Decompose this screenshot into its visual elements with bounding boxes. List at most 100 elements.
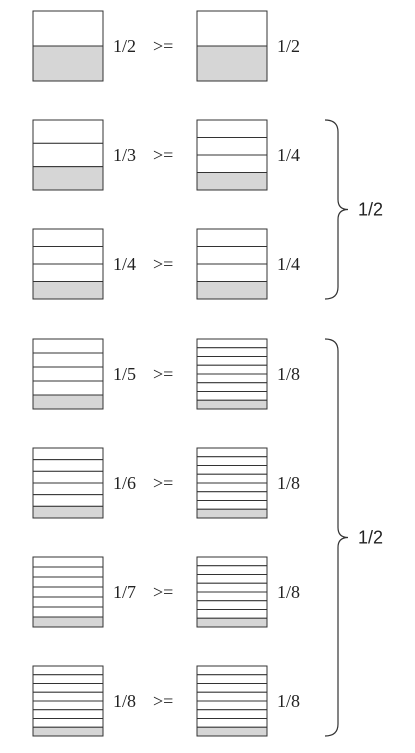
empty-part xyxy=(32,380,104,396)
empty-part xyxy=(32,700,104,711)
comparison-operator: >= xyxy=(153,36,173,56)
empty-part xyxy=(196,447,268,458)
empty-part xyxy=(196,609,268,619)
empty-part xyxy=(196,465,268,475)
empty-part xyxy=(196,263,268,282)
empty-part xyxy=(32,596,104,608)
right-fraction-label: 1/4 xyxy=(277,254,300,274)
brace-label: 1/2 xyxy=(358,200,383,220)
empty-part xyxy=(32,718,104,728)
shaded-part xyxy=(32,45,104,82)
right-fraction-bar xyxy=(196,119,268,191)
shaded-part xyxy=(196,172,268,191)
empty-part xyxy=(196,382,268,392)
shaded-part xyxy=(32,505,104,519)
empty-part xyxy=(196,600,268,610)
shaded-part xyxy=(196,399,268,410)
right-fraction-label: 1/4 xyxy=(277,145,300,165)
empty-part xyxy=(32,709,104,719)
empty-part xyxy=(196,137,268,156)
empty-part xyxy=(196,556,268,567)
right-fraction-label: 1/8 xyxy=(277,364,300,384)
empty-part xyxy=(196,500,268,510)
empty-part xyxy=(32,586,104,598)
empty-part xyxy=(196,338,268,349)
comparison-operator: >= xyxy=(153,691,173,711)
empty-part xyxy=(196,665,268,676)
empty-part xyxy=(32,674,104,684)
comparison-operator: >= xyxy=(153,582,173,602)
empty-part xyxy=(32,246,104,265)
empty-part xyxy=(32,338,104,354)
empty-part xyxy=(32,119,104,144)
right-fraction-label: 1/8 xyxy=(277,473,300,493)
empty-part xyxy=(196,674,268,684)
empty-part xyxy=(32,447,104,461)
empty-part xyxy=(196,473,268,484)
shaded-part xyxy=(32,726,104,737)
left-fraction-label: 1/7 xyxy=(113,582,136,602)
left-fraction-bar xyxy=(32,338,104,410)
empty-part xyxy=(196,119,268,138)
right-fraction-bar xyxy=(196,228,268,300)
curly-brace xyxy=(324,119,349,300)
empty-part xyxy=(196,582,268,593)
empty-part xyxy=(196,373,268,384)
comparison-operator: >= xyxy=(153,473,173,493)
empty-part xyxy=(32,366,104,382)
shaded-part xyxy=(196,508,268,519)
empty-part xyxy=(196,709,268,719)
shaded-part xyxy=(196,726,268,737)
empty-part xyxy=(196,364,268,375)
empty-part xyxy=(196,683,268,693)
empty-part xyxy=(196,691,268,702)
left-fraction-label: 1/8 xyxy=(113,691,136,711)
shaded-part xyxy=(32,281,104,300)
right-fraction-bar xyxy=(196,10,268,82)
empty-part xyxy=(196,356,268,366)
left-fraction-label: 1/3 xyxy=(113,145,136,165)
empty-part xyxy=(196,574,268,584)
empty-part xyxy=(196,154,268,173)
shaded-part xyxy=(32,616,104,628)
empty-part xyxy=(196,718,268,728)
empty-part xyxy=(196,10,268,47)
empty-part xyxy=(32,352,104,368)
left-fraction-label: 1/6 xyxy=(113,473,136,493)
empty-part xyxy=(196,347,268,357)
left-fraction-bar xyxy=(32,447,104,519)
shaded-part xyxy=(32,166,104,191)
empty-part xyxy=(32,494,104,507)
empty-part xyxy=(196,491,268,501)
empty-part xyxy=(32,606,104,618)
empty-part xyxy=(32,459,104,472)
empty-part xyxy=(196,482,268,493)
left-fraction-bar xyxy=(32,556,104,628)
left-fraction-bar xyxy=(32,228,104,300)
right-fraction-bar xyxy=(196,338,268,410)
left-fraction-label: 1/4 xyxy=(113,254,136,274)
right-fraction-label: 1/2 xyxy=(277,36,300,56)
empty-part xyxy=(196,391,268,401)
empty-part xyxy=(32,263,104,282)
empty-part xyxy=(196,456,268,466)
empty-part xyxy=(32,665,104,676)
left-fraction-bar xyxy=(32,10,104,82)
empty-part xyxy=(32,482,104,496)
shaded-part xyxy=(32,394,104,410)
empty-part xyxy=(32,142,104,168)
empty-part xyxy=(32,10,104,47)
empty-part xyxy=(196,591,268,602)
comparison-operator: >= xyxy=(153,145,173,165)
curly-brace xyxy=(324,338,349,737)
right-fraction-bar xyxy=(196,447,268,519)
right-fraction-bar xyxy=(196,556,268,628)
empty-part xyxy=(196,565,268,575)
empty-part xyxy=(32,683,104,693)
empty-part xyxy=(32,576,104,588)
empty-part xyxy=(32,566,104,578)
right-fraction-bar xyxy=(196,665,268,737)
empty-part xyxy=(32,691,104,702)
